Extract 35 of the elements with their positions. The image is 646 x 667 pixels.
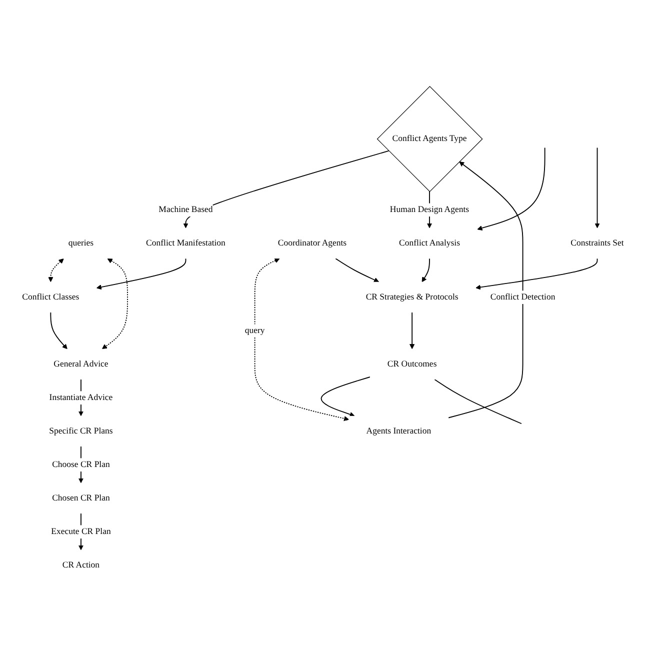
edge-label: Conflict Detection xyxy=(490,292,556,302)
edge-label: query xyxy=(244,326,265,336)
node-text: CR Action xyxy=(62,560,100,570)
arrow xyxy=(48,258,64,282)
arrow xyxy=(254,258,350,422)
node-text: Conflict Classes xyxy=(22,292,80,302)
arrow xyxy=(448,161,524,418)
arrow xyxy=(477,147,546,230)
arrow xyxy=(335,258,380,282)
arrow xyxy=(320,376,370,417)
arrow xyxy=(410,312,415,350)
arrow xyxy=(594,147,600,228)
arrow xyxy=(96,258,186,290)
node-text: Conflict Analysis xyxy=(399,238,460,248)
edge-label: Execute CR Plan xyxy=(51,526,111,536)
arrow xyxy=(50,312,68,350)
node-diamond: Conflict Agents Type xyxy=(376,86,483,192)
edge-label: Choose CR Plan xyxy=(52,460,110,470)
node-text: Chosen CR Plan xyxy=(52,493,110,503)
node-text: Specific CR Plans xyxy=(49,426,113,436)
connector xyxy=(434,379,522,424)
edge-label: Human Design Agents xyxy=(390,204,470,214)
edge-label: Instantiate Advice xyxy=(49,392,113,402)
node-text: Constraints Set xyxy=(570,238,624,248)
node-text: CR Outcomes xyxy=(387,359,437,369)
node-text: CR Strategies & Protocols xyxy=(366,292,458,302)
node-text: Agents Interaction xyxy=(366,426,432,436)
arrow xyxy=(476,258,598,290)
arrow xyxy=(422,258,430,282)
arrow xyxy=(102,258,128,350)
node-text: queries xyxy=(68,238,94,248)
node-text: Conflict Manifestation xyxy=(146,238,226,248)
node-text: Coordinator Agents xyxy=(278,238,347,248)
edge-label: Machine Based xyxy=(158,204,213,214)
node-text: General Advice xyxy=(54,359,108,369)
